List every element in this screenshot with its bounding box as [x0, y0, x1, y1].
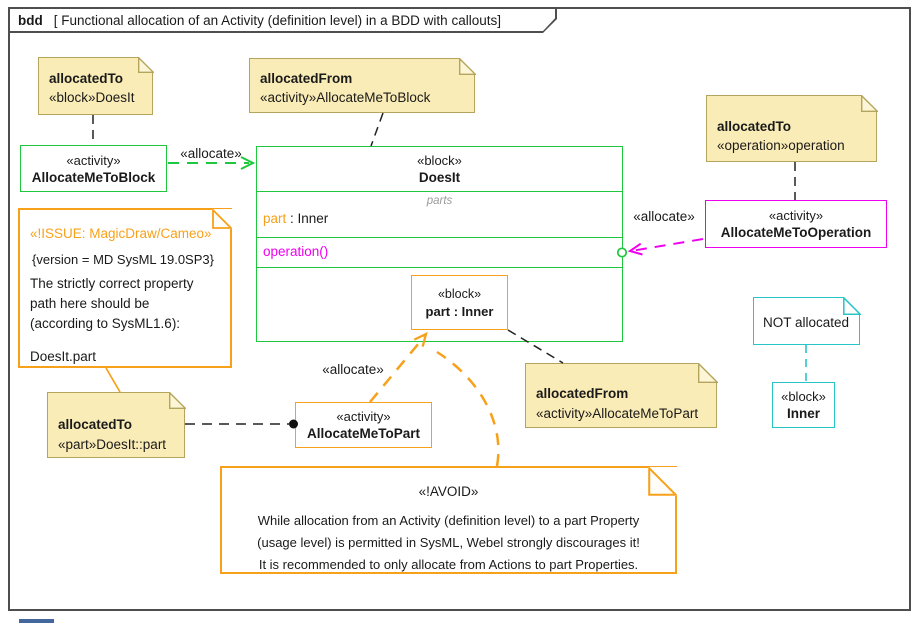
activity-name: AllocateMeToOperation	[720, 225, 872, 240]
part-inner-box[interactable]: «block» part : Inner	[411, 275, 508, 330]
note-issue-magicdraw[interactable]: «!ISSUE: MagicDraw/Cameo» {version = MD …	[18, 208, 232, 368]
part-property[interactable]: part : Inner	[257, 207, 622, 226]
doesit-structure-compartment: «block» part : Inner	[257, 267, 622, 339]
note-allocated-from-block[interactable]: allocatedFrom «activity»AllocateMeToBloc…	[249, 57, 476, 113]
note-avoid[interactable]: «!AVOID» While allocation from an Activi…	[220, 466, 677, 574]
issue-version: {version = MD SysML 19.0SP3}	[32, 252, 214, 267]
stereotype-label: «activity»	[768, 208, 824, 223]
issue-body-line: (according to SysML1.6):	[30, 316, 181, 331]
diagram-kind-label: bdd	[18, 12, 43, 28]
note-fold-icon	[137, 56, 154, 73]
avoid-heading: «!AVOID»	[418, 484, 479, 499]
diagram-frame-tab-fill	[10, 9, 555, 31]
note-body: «part»DoesIt::part	[58, 437, 167, 452]
block-inner[interactable]: «block» Inner	[772, 382, 835, 428]
issue-body-line: path here should be	[30, 296, 150, 311]
note-fold-icon	[647, 466, 677, 496]
part-property-type: : Inner	[286, 211, 329, 226]
doesit-operations-compartment: operation()	[257, 237, 622, 267]
issue-heading: «!ISSUE: MagicDraw/Cameo»	[30, 226, 212, 241]
note-fold-icon	[860, 94, 878, 112]
diagram-title-label: [ Functional allocation of an Activity (…	[53, 12, 501, 28]
note-body: «activity»AllocateMeToBlock	[260, 90, 431, 105]
stereotype-label: «block»	[781, 389, 826, 404]
note-body: «block»DoesIt	[49, 90, 135, 105]
note-allocated-to-operation[interactable]: allocatedTo «operation»operation	[706, 94, 878, 162]
diagram-frame-tab[interactable]	[8, 7, 557, 33]
note-allocated-from-part[interactable]: allocatedFrom «activity»AllocateMeToPart	[525, 362, 718, 428]
note-fold-icon	[211, 208, 232, 229]
stereotype-label: «block»	[437, 286, 482, 301]
cropped-bottom-element	[19, 619, 54, 623]
note-allocated-to-doesit[interactable]: allocatedTo «block»DoesIt	[38, 56, 154, 115]
issue-property-path: DoesIt.part	[30, 349, 97, 364]
note-title: allocatedTo	[717, 119, 792, 134]
note-fold-icon	[697, 362, 718, 383]
note-body: NOT allocated	[763, 315, 850, 330]
note-title: allocatedFrom	[260, 71, 353, 86]
block-name: DoesIt	[418, 170, 461, 185]
doesit-parts-compartment: parts part : Inner	[257, 191, 622, 237]
note-fold-icon	[458, 57, 476, 75]
note-not-allocated[interactable]: NOT allocated	[753, 296, 861, 345]
note-fold-icon	[168, 391, 186, 409]
part-inner-name: part : Inner	[425, 303, 494, 319]
avoid-body-line: It is recommended to only allocate from …	[258, 557, 639, 572]
avoid-body-line: While allocation from an Activity (defin…	[257, 513, 640, 528]
note-allocated-to-part[interactable]: allocatedTo «part»DoesIt::part	[47, 391, 186, 458]
block-doesit[interactable]: «block» DoesIt parts part : Inner operat…	[256, 146, 623, 342]
block-name: Inner	[786, 406, 820, 421]
allocate-label-block[interactable]: «allocate»	[180, 146, 242, 161]
parts-compartment-label: parts	[426, 195, 453, 207]
stereotype-label: «block»	[417, 153, 462, 168]
activity-allocate-me-to-block[interactable]: «activity» AllocateMeToBlock	[20, 145, 167, 192]
block-doesit-header: «block» DoesIt	[257, 147, 622, 191]
note-fold-icon	[842, 296, 861, 315]
part-property-name: part	[263, 211, 287, 226]
note-title: allocatedTo	[49, 71, 124, 86]
avoid-body-line: (usage level) is permitted in SysML, Web…	[257, 535, 640, 550]
note-body: «activity»AllocateMeToPart	[536, 406, 699, 421]
note-title: allocatedTo	[58, 417, 133, 432]
stereotype-label: «activity»	[336, 409, 391, 424]
activity-allocate-me-to-operation[interactable]: «activity» AllocateMeToOperation	[705, 200, 887, 248]
issue-body-line: The strictly correct property	[30, 276, 194, 291]
note-body: «operation»operation	[717, 138, 845, 153]
activity-allocate-me-to-part[interactable]: «activity» AllocateMeToPart	[295, 402, 432, 448]
allocate-label-part[interactable]: «allocate»	[322, 362, 384, 377]
allocate-label-operation[interactable]: «allocate»	[633, 209, 695, 224]
operation-item[interactable]: operation()	[263, 244, 329, 259]
activity-name: AllocateMeToPart	[306, 426, 421, 441]
diagram-title: bdd [ Functional allocation of an Activi…	[18, 7, 501, 33]
stereotype-label: «activity»	[66, 152, 121, 168]
note-title: allocatedFrom	[536, 386, 629, 401]
activity-name: AllocateMeToBlock	[31, 169, 156, 185]
